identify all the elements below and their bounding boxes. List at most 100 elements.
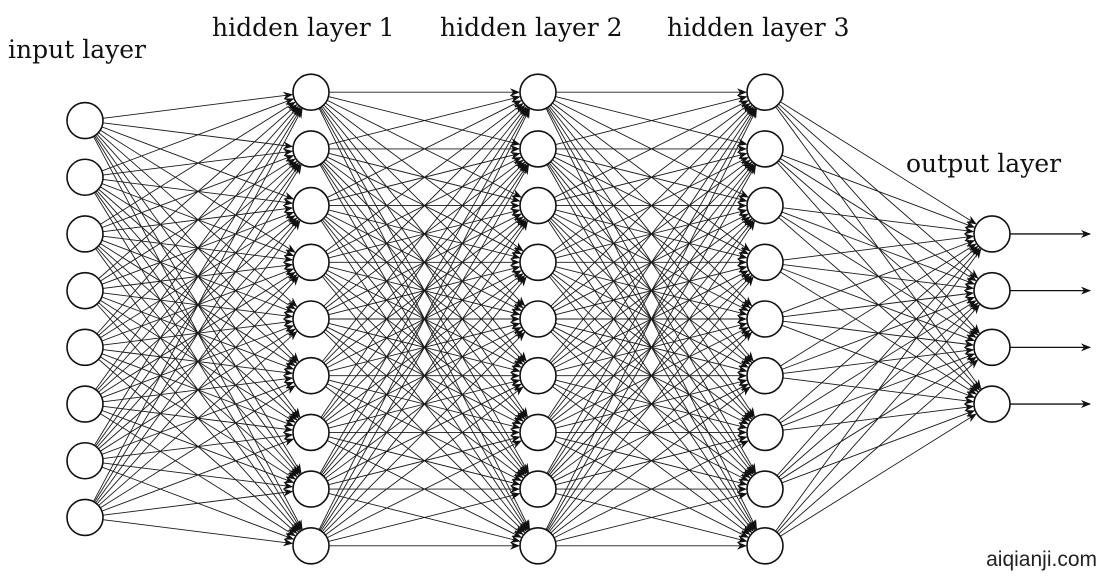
hidden3-neuron-7: [746, 413, 784, 452]
connection-l2-n8-to-l3-n1: [546, 164, 757, 531]
connection-l2-n8-to-l3-n4: [550, 331, 753, 534]
connection-l0-n2-to-l1-n0: [100, 101, 296, 225]
hidden3-neuron-4: [746, 243, 784, 282]
connection-l2-n7-to-l3-n0: [546, 107, 757, 474]
connection-l0-n7-to-l1-n1: [94, 164, 302, 503]
connection-l0-n1-to-l1-n0: [101, 98, 295, 172]
hidden1-neuron-1: [292, 73, 330, 111]
connection-l0-n7-to-l1-n5: [100, 385, 296, 509]
connection-l3-n7-to-l4-n0: [776, 247, 981, 476]
connection-l2-n8-to-l3-n2: [547, 220, 756, 532]
connection-l2-n5-to-l3-n0: [548, 106, 754, 362]
connection-l1-n8-to-l2-n5: [325, 386, 524, 536]
connection-l1-n8-to-l2-n3: [321, 276, 527, 533]
hidden2-neuron-1: [519, 73, 557, 111]
hidden-layer-2-label: hidden layer 2: [440, 13, 623, 42]
hidden2-neuron-6: [519, 356, 557, 395]
hidden3-neuron-5: [746, 300, 784, 338]
hidden3-neuron-2: [746, 130, 784, 168]
hidden3-neuron-1: [746, 73, 784, 111]
output-arrows: [1010, 229, 1091, 409]
connection-l0-n5-to-l1-n0: [95, 106, 301, 390]
connection-l2-n8-to-l3-n0: [545, 108, 757, 530]
connection-l1-n8-to-l2-n4: [323, 331, 526, 534]
connection-l3-n8-to-l4-n1: [776, 304, 981, 533]
connection-l0-n0-to-l1-n0: [102, 91, 294, 119]
hidden2-neuron-7: [519, 413, 557, 452]
hidden3-neuron-8: [746, 470, 784, 508]
connection-l1-n6-to-l2-n0: [320, 107, 529, 418]
connection-l3-n8-to-l4-n2: [778, 359, 979, 535]
connection-l1-n7-to-l2-n0: [319, 107, 530, 474]
hidden2-neuron-8: [519, 470, 557, 508]
input-neuron-6: [66, 385, 104, 423]
connection-l2-n6-to-l3-n0: [547, 107, 756, 418]
output-layer-label: output layer: [906, 149, 1061, 178]
hidden1-neuron-6: [292, 356, 330, 395]
connection-l2-n1-to-l3-n0: [555, 95, 748, 145]
input-neuron-4: [66, 271, 104, 310]
connection-l2-n2-to-l3-n0: [553, 100, 749, 198]
connection-l1-n8-to-l2-n1: [319, 164, 530, 531]
hidden1-neuron-7: [292, 413, 330, 452]
connection-l1-n2-to-l2-n0: [326, 100, 522, 198]
connection-l3-n1-to-l4-n0: [781, 154, 976, 228]
connection-l3-n4-to-l4-n0: [781, 240, 976, 314]
connection-l3-n3-to-l4-n0: [782, 233, 975, 261]
connection-l0-n7-to-l1-n2: [95, 220, 301, 504]
connection-l0-n7-to-l1-n4: [98, 330, 298, 506]
connection-l2-n3-to-l3-n0: [552, 102, 751, 252]
hidden1-neuron-8: [292, 470, 330, 508]
hidden2-neuron-9: [519, 526, 557, 565]
output-neuron-3: [973, 328, 1011, 367]
connection-l3-n8-to-l4-n0: [775, 248, 982, 532]
connection-l0-n6-to-l1-n0: [94, 107, 302, 446]
connection-l1-n8-to-l2-n2: [320, 220, 529, 532]
connection-l3-n2-to-l4-n0: [782, 207, 975, 235]
input-neuron-8: [66, 498, 104, 537]
hidden3-neuron-9: [746, 526, 784, 565]
neurons: [66, 73, 1011, 565]
connection-l2-n8-to-l3-n5: [552, 386, 751, 536]
hidden2-neuron-2: [519, 130, 557, 168]
connections: [93, 88, 982, 550]
input-neuron-7: [66, 441, 104, 480]
hidden1-neuron-4: [292, 243, 330, 282]
hidden1-neuron-9: [292, 526, 330, 565]
hidden1-neuron-5: [292, 300, 330, 338]
connection-l1-n1-to-l2-n0: [328, 95, 521, 145]
connection-l1-n8-to-l2-n6: [326, 440, 522, 539]
connection-l1-n5-to-l2-n0: [321, 106, 527, 362]
input-neuron-3: [66, 215, 104, 253]
connection-l0-n7-to-l1-n0: [93, 108, 303, 502]
hidden2-neuron-3: [519, 186, 557, 225]
hidden2-neuron-5: [519, 300, 557, 338]
connection-l3-n5-to-l4-n0: [780, 243, 977, 367]
output-neuron-4: [973, 385, 1011, 423]
input-layer-label: input layer: [8, 35, 146, 64]
connection-l0-n4-to-l1-n0: [96, 105, 300, 335]
connection-l0-n7-to-l1-n6: [101, 438, 295, 512]
connection-l0-n3-to-l1-n0: [98, 104, 298, 280]
input-neuron-2: [66, 158, 104, 197]
output-neuron-1: [973, 215, 1011, 253]
input-neuron-5: [66, 328, 104, 367]
connection-l3-n8-to-l4-n3: [780, 413, 977, 537]
connection-l1-n3-to-l2-n0: [325, 102, 524, 252]
hidden3-neuron-6: [746, 356, 784, 395]
hidden1-neuron-3: [292, 186, 330, 225]
connection-l2-n8-to-l3-n7: [555, 492, 748, 542]
connection-l3-n6-to-l4-n0: [778, 245, 979, 421]
watermark: aiqianji.com: [986, 548, 1097, 571]
connection-l2-n8-to-l3-n6: [553, 440, 749, 539]
connection-l2-n4-to-l3-n0: [550, 104, 753, 307]
hidden-layer-1-label: hidden layer 1: [212, 13, 395, 42]
connection-l0-n7-to-l1-n7: [102, 488, 294, 516]
connection-l3-n0-to-l4-n0: [780, 101, 977, 225]
connection-l0-n7-to-l1-n8: [102, 519, 294, 547]
connection-l1-n4-to-l2-n0: [323, 104, 526, 307]
hidden1-neuron-2: [292, 130, 330, 168]
hidden3-neuron-3: [746, 186, 784, 225]
hidden-layer-3-label: hidden layer 3: [667, 13, 850, 42]
